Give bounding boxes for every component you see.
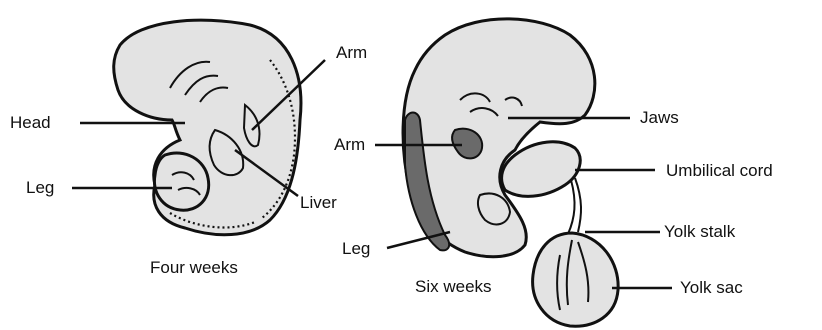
label-leg-6w: Leg bbox=[342, 239, 370, 258]
four-weeks-body bbox=[114, 20, 301, 235]
six-weeks-yolk-stalk bbox=[568, 178, 581, 234]
label-yolk-stalk: Yolk stalk bbox=[664, 222, 736, 241]
caption-four-weeks: Four weeks bbox=[150, 258, 238, 277]
four-weeks-leg-region bbox=[154, 153, 208, 210]
label-umbilical-cord: Umbilical cord bbox=[666, 161, 773, 180]
label-leg-4w: Leg bbox=[26, 178, 54, 197]
four-weeks-embryo bbox=[114, 20, 301, 235]
label-jaws: Jaws bbox=[640, 108, 679, 127]
six-weeks-yolk-sac bbox=[533, 233, 619, 326]
label-liver: Liver bbox=[300, 193, 337, 212]
label-arm-4w: Arm bbox=[336, 43, 367, 62]
caption-six-weeks: Six weeks bbox=[415, 277, 492, 296]
label-yolk-sac: Yolk sac bbox=[680, 278, 743, 297]
label-arm-6w: Arm bbox=[334, 135, 365, 154]
label-head: Head bbox=[10, 113, 51, 132]
